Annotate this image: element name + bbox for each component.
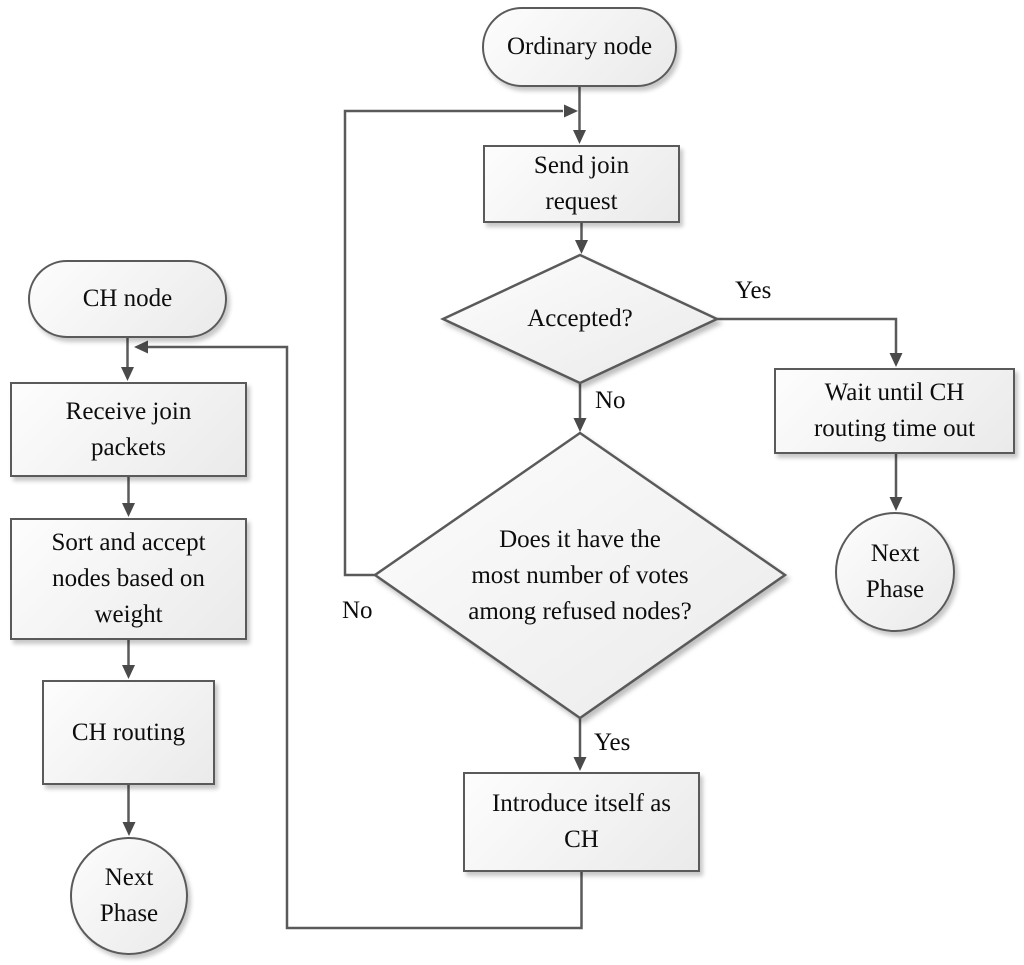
node-votes-decision-shape (372, 431, 788, 720)
node-label-line: Sort and accept (51, 529, 206, 556)
node-label-line: Ordinary node (506, 33, 653, 60)
arrowhead-down-icon (122, 665, 135, 679)
node-label-line: CH node (82, 285, 173, 312)
node-label-line: Next (104, 864, 154, 891)
edge-label-accepted-no: No (595, 387, 626, 414)
edge-label-votes-yes: Yes (594, 729, 631, 756)
arrowhead-left-icon (134, 340, 148, 354)
node-wait-until-ch-routing-timeout: Wait until CH routing time out (774, 368, 1015, 454)
edge-label-accepted-yes: Yes (735, 277, 772, 304)
edge-introduce-feedback-to-receive (148, 345, 583, 930)
edge-label-votes-no: No (342, 597, 373, 624)
node-label-line: Next (870, 540, 920, 567)
arrowhead-down-icon (575, 240, 588, 254)
node-label-line: routing time out (813, 415, 976, 442)
node-accepted-decision-shape (440, 253, 720, 385)
node-label-line: nodes based on (52, 565, 205, 592)
node-label-line: weight (94, 601, 163, 628)
node-next-phase-left: Next Phase (70, 837, 188, 955)
node-label-line: Receive join (65, 397, 192, 425)
node-next-phase-right: Next Phase (835, 512, 955, 632)
node-ch-node: CH node (28, 260, 227, 338)
node-label-line: CH (564, 826, 599, 853)
node-send-join-request: Send join request (483, 145, 680, 223)
arrowhead-down-icon (122, 822, 136, 836)
node-label-line: Phase (99, 900, 159, 927)
node-label-line: Wait until CH (824, 379, 965, 406)
arrowhead-right-icon (564, 104, 578, 118)
node-label-line: Send join (533, 152, 630, 179)
arrowhead-down-icon (573, 130, 586, 144)
node-receive-join-packets: Receive join packets (10, 382, 247, 477)
node-label-line: Introduce itself as (491, 790, 672, 817)
node-label-line: packets (91, 433, 166, 461)
edge-votes-no-loop (343, 109, 563, 577)
arrowhead-down-icon (889, 497, 903, 511)
arrowhead-down-icon (573, 757, 587, 771)
node-label-line: request (545, 188, 618, 215)
arrowhead-down-icon (573, 418, 587, 432)
node-ordinary-node: Ordinary node (482, 7, 677, 87)
node-label-line: Phase (865, 576, 925, 603)
node-ch-routing: CH routing (42, 680, 215, 785)
node-sort-accept-weight: Sort and accept nodes based on weight (10, 518, 247, 640)
arrowhead-down-icon (122, 503, 135, 517)
arrowhead-down-icon (889, 353, 903, 367)
node-label-line: CH routing (71, 718, 186, 746)
arrowhead-down-icon (121, 367, 134, 381)
node-introduce-itself-as-ch: Introduce itself as CH (463, 772, 700, 872)
edge-accepted-yes-to-wait (717, 317, 898, 353)
